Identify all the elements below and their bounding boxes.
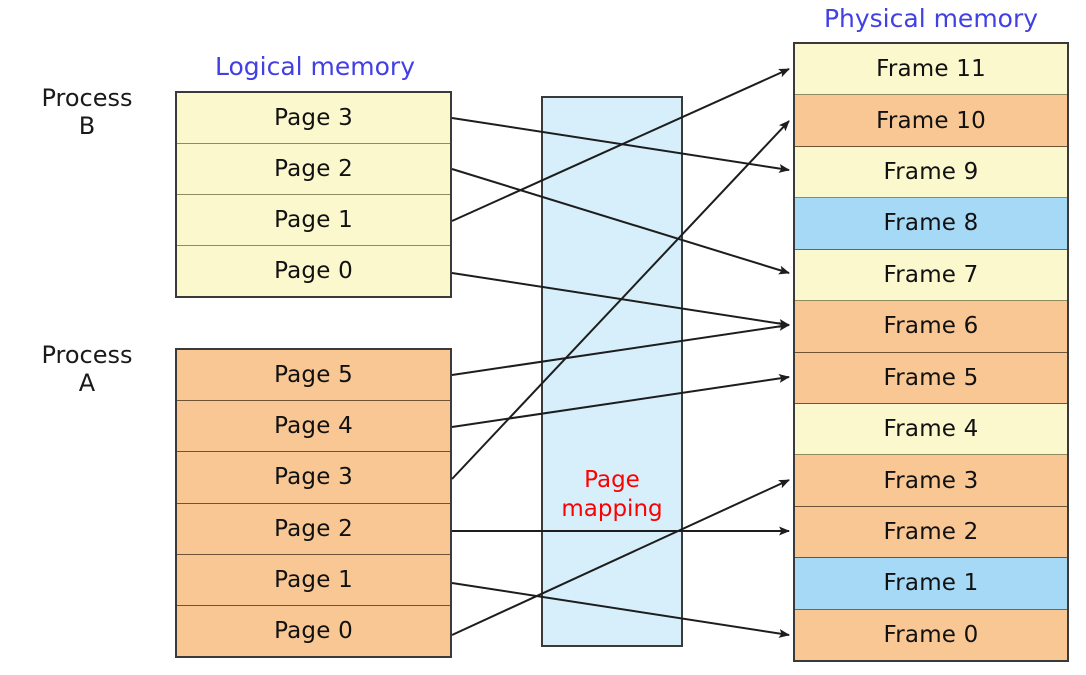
- process-a-label: Process A: [12, 341, 162, 397]
- frame-cell: Frame 7: [795, 249, 1067, 302]
- page-cell: Page 2: [177, 503, 450, 555]
- frame-cell: Frame 9: [795, 146, 1067, 199]
- frame-cell: Frame 6: [795, 301, 1067, 353]
- frame-cell: Frame 1: [795, 558, 1067, 610]
- page-cell: Page 1: [177, 554, 450, 606]
- frame-cell: Frame 4: [795, 403, 1067, 456]
- frame-cell: Frame 10: [795, 95, 1067, 147]
- page-mapping-box: [541, 96, 683, 647]
- frame-cell: Frame 3: [795, 455, 1067, 507]
- frame-cell: Frame 8: [795, 198, 1067, 250]
- page-cell: Page 5: [177, 350, 450, 402]
- physical-memory-block: Frame 11 Frame 10 Frame 9 Frame 8 Frame …: [793, 42, 1069, 662]
- page-cell: Page 0: [177, 605, 450, 657]
- process-b-label-line1: Process: [41, 84, 133, 112]
- process-b-label-line2: B: [78, 112, 96, 140]
- physical-memory-title: Physical memory: [823, 4, 1039, 33]
- logical-memory-title: Logical memory: [214, 52, 415, 81]
- page-cell: Page 0: [177, 246, 450, 296]
- frame-cell: Frame 2: [795, 506, 1067, 559]
- frame-cell: Frame 0: [795, 609, 1067, 661]
- process-a-logical-memory-block: Page 5 Page 4 Page 3 Page 2 Page 1 Page …: [175, 348, 452, 658]
- process-b-logical-memory-block: Page 3 Page 2 Page 1 Page 0: [175, 91, 452, 298]
- page-cell: Page 4: [177, 401, 450, 453]
- process-a-label-line1: Process: [41, 341, 133, 369]
- process-a-label-line2: A: [78, 369, 96, 397]
- page-cell: Page 3: [177, 452, 450, 504]
- page-cell: Page 2: [177, 144, 450, 195]
- page-cell: Page 1: [177, 195, 450, 246]
- process-b-label: Process B: [12, 84, 162, 140]
- frame-cell: Frame 5: [795, 352, 1067, 404]
- frame-cell: Frame 11: [795, 44, 1067, 96]
- page-cell: Page 3: [177, 93, 450, 144]
